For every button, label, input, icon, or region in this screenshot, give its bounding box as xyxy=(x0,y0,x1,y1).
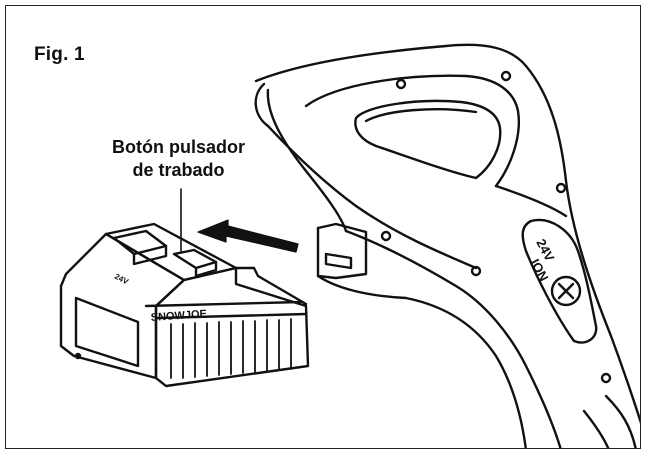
callout-label: Botón pulsador de trabado xyxy=(76,136,281,182)
callout-line-2: de trabado xyxy=(132,160,225,180)
battery-voltage-text: 24V xyxy=(113,272,130,287)
figure-frame: Fig. 1 Botón pulsador de trabado xyxy=(5,5,641,449)
figure-label: Fig. 1 xyxy=(34,44,85,65)
battery-pack xyxy=(59,222,310,388)
illustration: SNOWJOE 24V 24V ION xyxy=(59,43,640,448)
callout-line-1: Botón pulsador xyxy=(112,137,245,157)
trimmer-handle xyxy=(254,43,640,448)
battery-brand-text: SNOWJOE xyxy=(150,308,207,324)
insert-arrow xyxy=(197,219,299,253)
